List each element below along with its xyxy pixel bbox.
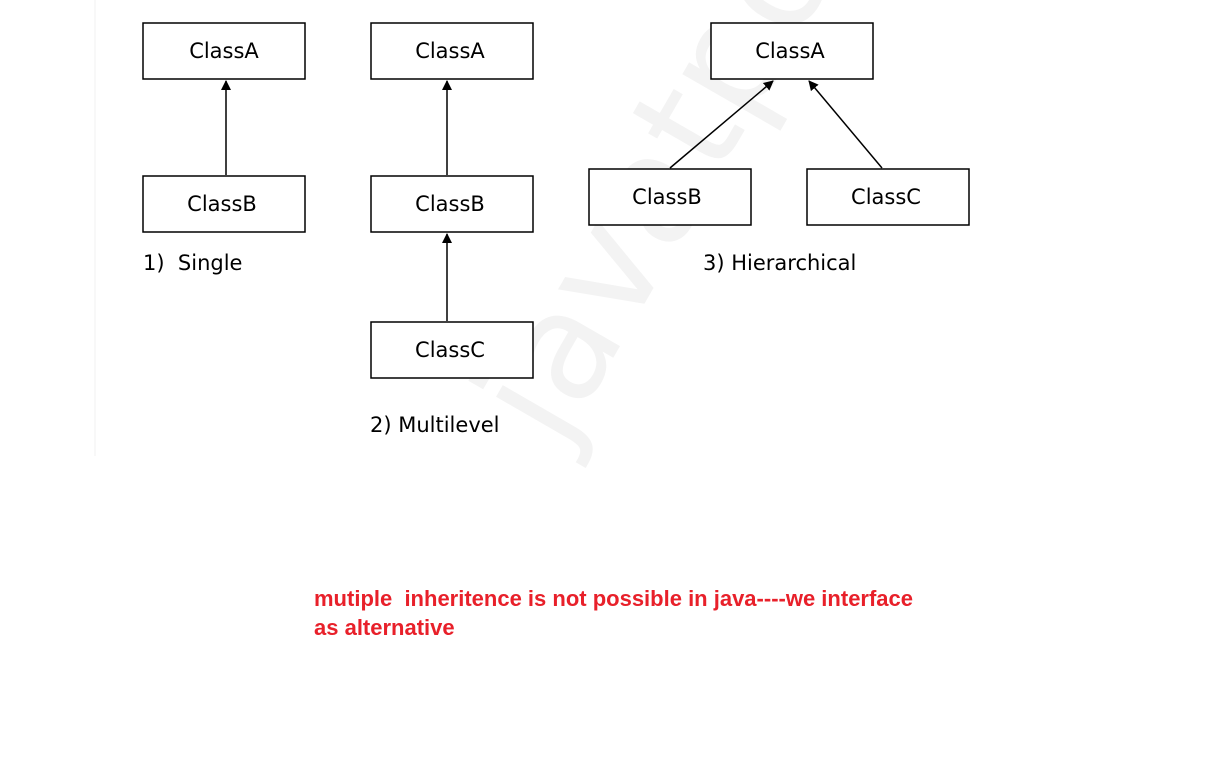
hierarchical-box-class-b: ClassB — [588, 168, 752, 226]
single-caption: 1) Single — [143, 251, 242, 275]
hierarchical-caption: 3) Hierarchical — [703, 251, 856, 275]
hierarchical-box-class-c-label: ClassC — [851, 185, 921, 209]
single-box-class-a-label: ClassA — [189, 39, 259, 63]
single-inheritance-diagram: ClassA ClassB 1) Single — [142, 22, 306, 275]
hierarchical-box-class-b-label: ClassB — [632, 185, 702, 209]
multilevel-inheritance-diagram: ClassA ClassB ClassC 2) Multilevel — [370, 22, 534, 437]
multilevel-box-class-a-label: ClassA — [415, 39, 485, 63]
multiple-inheritance-note: mutiple inheritence is not possible in j… — [314, 586, 914, 640]
single-box-class-b: ClassB — [142, 175, 306, 233]
multilevel-box-class-c: ClassC — [370, 321, 534, 379]
multilevel-box-class-c-label: ClassC — [415, 338, 485, 362]
multilevel-box-class-b: ClassB — [370, 175, 534, 233]
hierarchical-box-class-c: ClassC — [806, 168, 970, 226]
hierarchical-arrow-c-to-a — [808, 80, 883, 169]
multilevel-box-class-a: ClassA — [370, 22, 534, 80]
single-box-class-a: ClassA — [142, 22, 306, 80]
multilevel-box-class-b-label: ClassB — [415, 192, 485, 216]
single-box-class-b-label: ClassB — [187, 192, 257, 216]
multilevel-caption: 2) Multilevel — [370, 413, 500, 437]
hierarchical-arrow-b-to-a — [669, 80, 774, 169]
hierarchical-box-class-a: ClassA — [710, 22, 874, 80]
hierarchical-inheritance-diagram: ClassA ClassB ClassC 3) Hierarchical — [588, 22, 970, 275]
hierarchical-box-class-a-label: ClassA — [755, 39, 825, 63]
